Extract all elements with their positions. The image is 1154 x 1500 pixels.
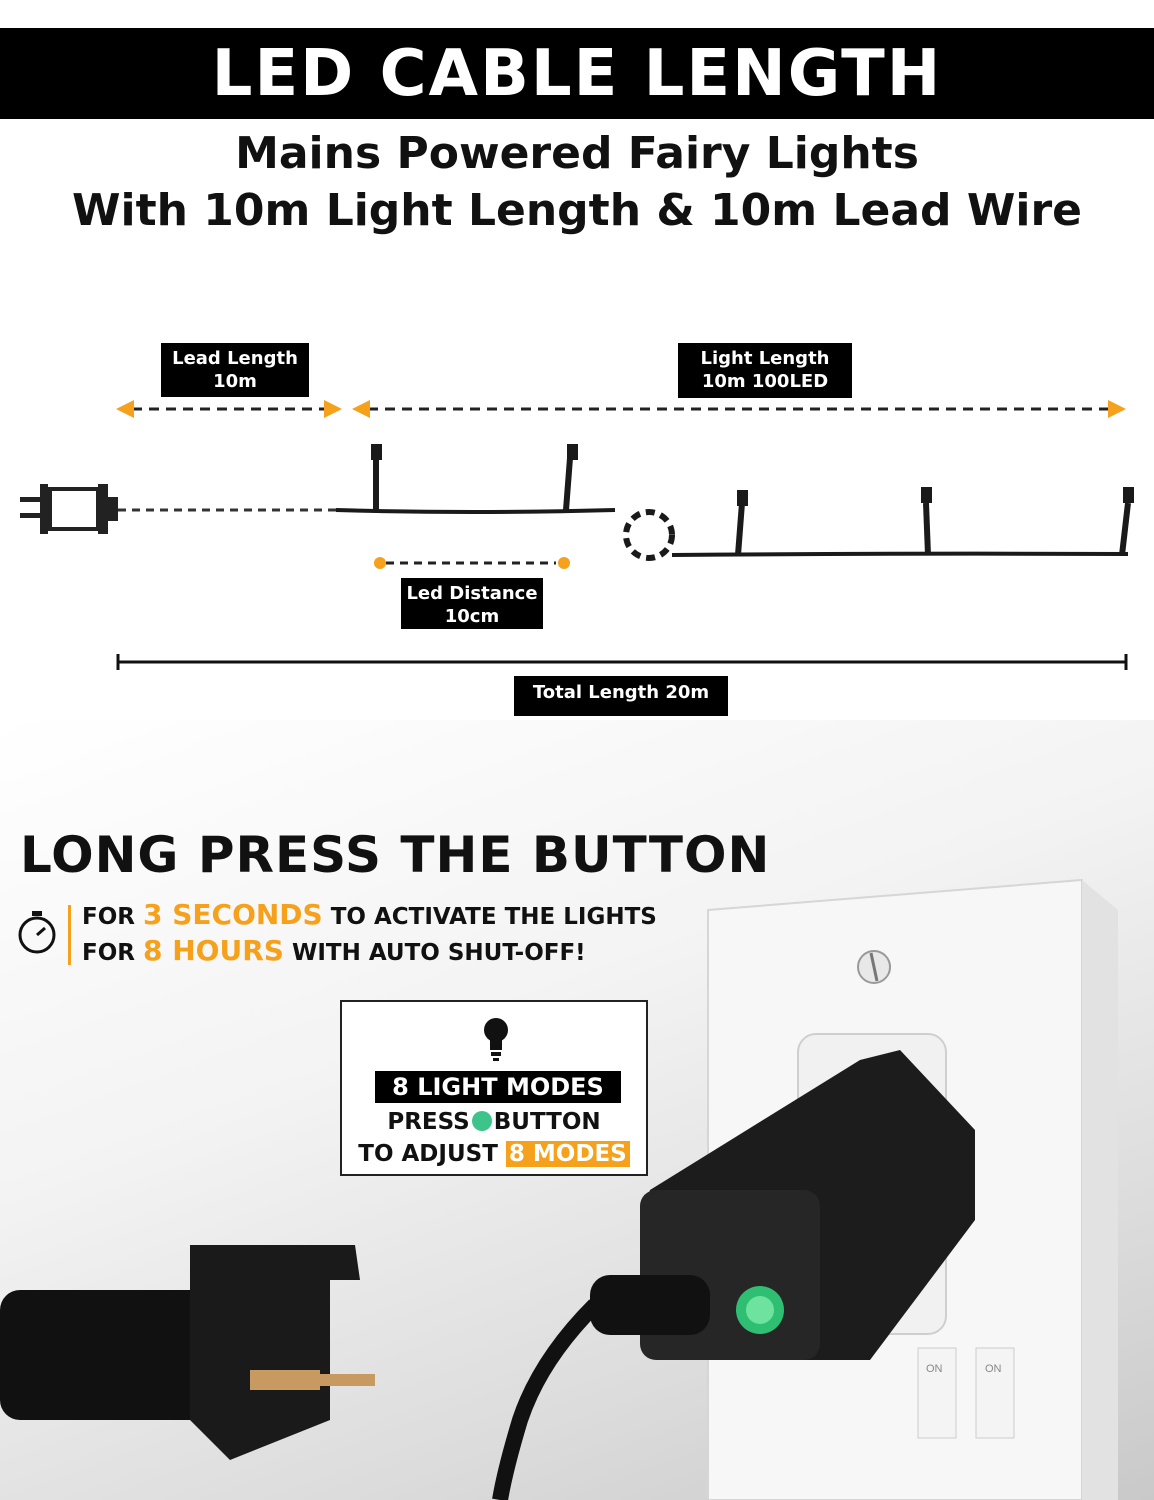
lead-length-label: Lead Length 10m: [161, 343, 309, 397]
lead-length-value: 10m: [213, 371, 257, 392]
line2-suffix: WITH AUTO SHUT-OFF!: [291, 940, 586, 966]
uk-plug: [0, 1245, 375, 1460]
press-title: LONG PRESS THE BUTTON: [20, 826, 771, 884]
subtitle-line-1: Mains Powered Fairy Lights: [235, 128, 919, 179]
modes-line1-prefix: PRESS: [387, 1109, 470, 1135]
light-length-label: Light Length 10m 100LED: [678, 343, 852, 398]
plug-icon: [20, 484, 118, 534]
lead-length-arrow: [116, 400, 342, 418]
switch-label-1: ON: [926, 1363, 943, 1375]
led-distance-marker: [374, 557, 570, 569]
light-length-arrow: [352, 400, 1126, 418]
cable-diagram: [20, 400, 1134, 670]
line1-suffix: TO ACTIVATE THE LIGHTS: [330, 904, 657, 930]
light-modes-box: 8 LIGHT MODES PRESS BUTTON TO ADJUST 8 MO…: [340, 1000, 648, 1176]
subtitle-line-2: With 10m Light Length & 10m Lead Wire: [72, 185, 1082, 236]
line2-highlight: 8 HOURS: [143, 934, 284, 967]
led-distance-value: 10cm: [444, 606, 500, 627]
led-distance-label: Led Distance 10cm: [401, 578, 543, 629]
light-string: [335, 444, 1134, 561]
modes-line2-highlight: 8 MODES: [505, 1141, 630, 1167]
accent-bar: [68, 905, 71, 965]
total-length-line: [116, 654, 1128, 670]
power-adapter: [590, 1050, 975, 1360]
lead-length-title: Lead Length: [172, 348, 298, 369]
led-distance-title: Led Distance: [406, 583, 538, 604]
banner-title: LED CABLE LENGTH: [0, 28, 1154, 119]
modes-line-2: TO ADJUST 8 MODES: [342, 1141, 646, 1167]
cable: [492, 1299, 601, 1500]
modes-title: 8 LIGHT MODES: [375, 1071, 621, 1103]
line1-highlight: 3 SECONDS: [143, 898, 323, 931]
modes-line2-prefix: TO ADJUST: [358, 1141, 498, 1167]
instruction-line-2: FOR 8 HOURS WITH AUTO SHUT-OFF!: [82, 934, 586, 967]
line2-prefix: FOR: [82, 940, 135, 966]
outlet-photo: ON ON: [0, 878, 1118, 1500]
total-length-label: Total Length 20m: [514, 676, 728, 716]
green-dot-icon: [471, 1111, 492, 1131]
modes-line-1: PRESS BUTTON: [342, 1109, 646, 1135]
instruction-line-1: FOR 3 SECONDS TO ACTIVATE THE LIGHTS: [82, 898, 657, 931]
light-length-value: 10m 100LED: [701, 371, 829, 392]
light-length-title: Light Length: [700, 348, 830, 369]
light-bulb-icon: [484, 1018, 508, 1061]
switch-label-2: ON: [985, 1363, 1002, 1375]
modes-line1-suffix: BUTTON: [493, 1109, 601, 1135]
stopwatch-icon: [18, 911, 56, 954]
line1-prefix: FOR: [82, 904, 135, 930]
